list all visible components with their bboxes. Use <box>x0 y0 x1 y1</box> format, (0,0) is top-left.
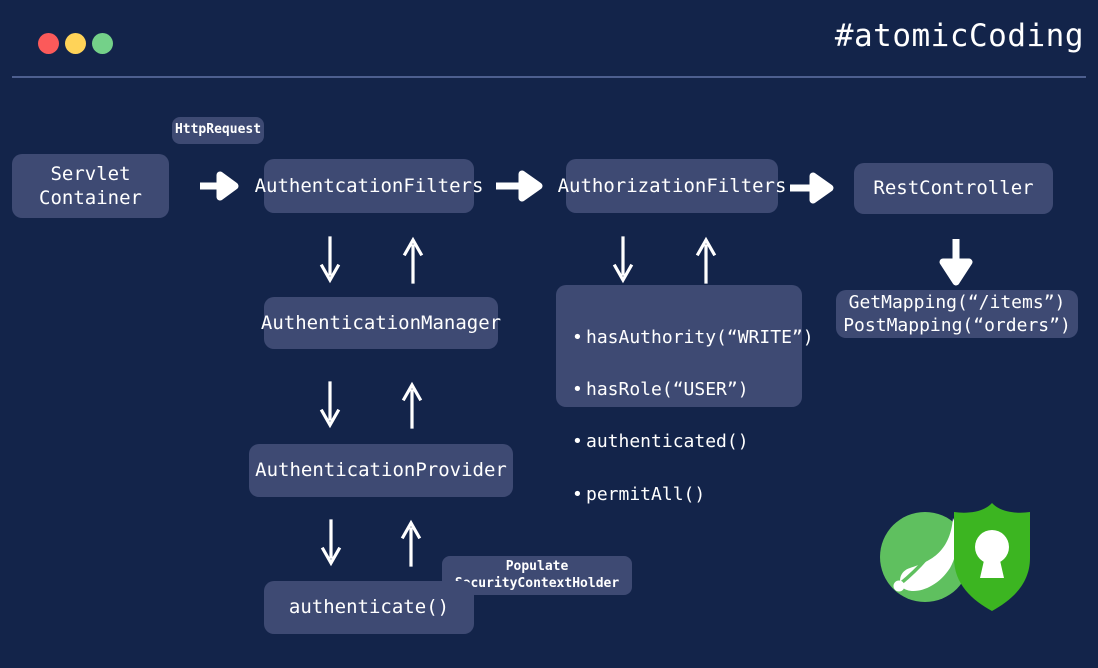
minimize-window-button[interactable] <box>65 33 86 54</box>
brand-title: #atomicCoding <box>834 18 1084 54</box>
node-authenticate-method: authenticate() <box>264 581 474 634</box>
rule-item: •authenticated() <box>572 429 786 455</box>
arrow-right-authz-to-controller <box>790 172 834 204</box>
node-authentication-provider: AuthenticationProvider <box>249 444 513 497</box>
rule-item: •hasAuthority(“WRITE”) <box>572 325 814 351</box>
arrow-up-auth-manager <box>402 236 424 284</box>
header-divider <box>12 76 1086 78</box>
arrow-down-authz-filters <box>612 236 634 284</box>
arrow-right-filters-to-authz <box>496 170 543 202</box>
node-authentication-manager: AuthenticationManager <box>261 297 501 349</box>
rule-label: permitAll() <box>586 483 706 505</box>
bullet-icon: • <box>572 483 583 505</box>
window-header: #atomicCoding <box>0 0 1098 78</box>
bullet-icon: • <box>572 379 583 401</box>
arrow-down-auth-provider <box>320 519 342 567</box>
rule-item: •hasRole(“USER”) <box>572 377 786 403</box>
node-authentication-filters: AuthentcationFilters <box>255 159 483 213</box>
spring-security-logo <box>880 503 1030 611</box>
node-authorization-filters: AuthorizationFilters <box>558 159 786 213</box>
bullet-icon: • <box>572 431 583 453</box>
arrow-up-authenticate <box>400 519 422 567</box>
arrow-up-auth-provider <box>401 381 423 429</box>
rule-label: hasRole(“USER”) <box>586 379 749 401</box>
arrow-up-authz-rules <box>695 236 717 284</box>
node-servlet-container: Servlet Container <box>12 154 169 218</box>
arrow-down-auth-manager <box>319 381 341 429</box>
close-window-button[interactable] <box>38 33 59 54</box>
badge-http-request: HttpRequest <box>172 117 264 144</box>
keyhole-head-icon <box>975 530 1009 564</box>
rule-item: •permitAll() <box>572 482 786 508</box>
maximize-window-button[interactable] <box>92 33 113 54</box>
node-authorization-rules: •hasAuthority(“WRITE”) •hasRole(“USER”) … <box>556 285 814 505</box>
bullet-icon: • <box>572 327 583 349</box>
node-controller-mappings: GetMapping(“/items”) PostMapping(“orders… <box>836 290 1078 338</box>
spring-leaf-vein-icon <box>898 520 952 586</box>
arrow-right-servlet-to-filters <box>200 171 239 201</box>
rule-label: authenticated() <box>586 431 749 453</box>
rule-label: hasAuthority(“WRITE”) <box>586 327 814 349</box>
traffic-light-controls <box>38 33 113 54</box>
arrow-down-rest-controller <box>939 239 973 286</box>
node-rest-controller: RestController <box>854 163 1053 214</box>
keyhole-body-icon <box>980 556 1004 578</box>
spring-leaf-dot-icon <box>893 580 905 592</box>
arrow-down-auth-filters <box>319 236 341 284</box>
